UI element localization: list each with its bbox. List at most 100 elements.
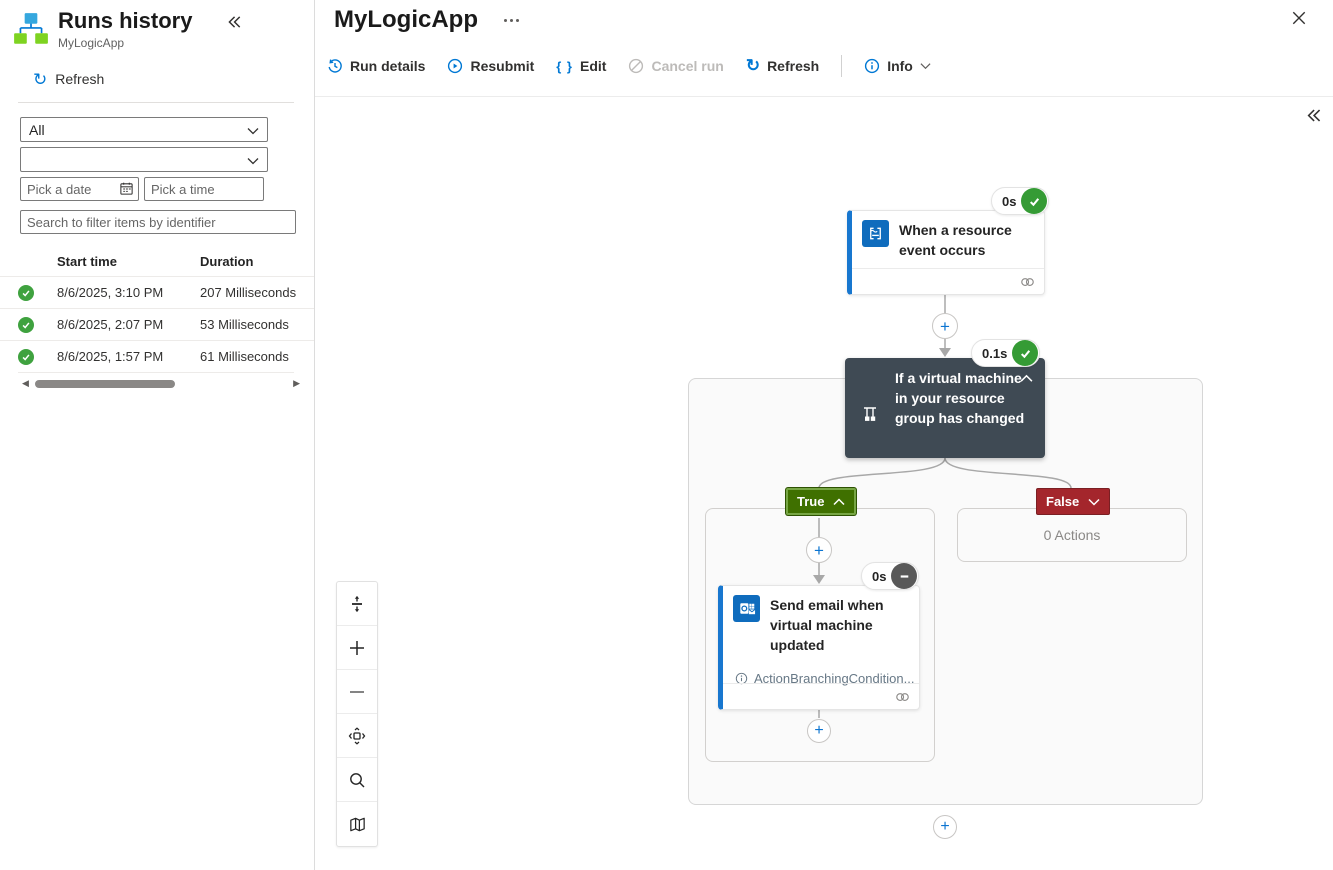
run-row[interactable]: 8/6/2025, 2:07 PM 53 Milliseconds	[0, 308, 314, 340]
panel-titles: Runs history MyLogicApp	[58, 8, 226, 50]
run-duration: 207 Milliseconds	[200, 285, 297, 300]
info-icon	[864, 58, 880, 74]
refresh-label: Refresh	[767, 58, 820, 74]
succeeded-status-icon	[1021, 188, 1048, 214]
workflow-canvas[interactable]: 0 Actions	[315, 97, 1333, 870]
run-row[interactable]: 8/6/2025, 1:57 PM 61 Milliseconds	[0, 340, 314, 372]
time-picker-input[interactable]	[144, 177, 264, 201]
run-details-button[interactable]: Run details	[327, 58, 425, 74]
resubmit-button[interactable]: Resubmit	[447, 58, 534, 74]
sidebar-refresh-button[interactable]: ↻ Refresh	[0, 64, 314, 94]
fit-view-button[interactable]	[337, 582, 377, 626]
run-details-icon	[327, 58, 343, 74]
filter-controls: All	[0, 103, 314, 234]
close-icon[interactable]	[1291, 10, 1307, 31]
minimap-button[interactable]	[337, 802, 377, 846]
date-picker-input[interactable]	[20, 177, 139, 201]
refresh-icon: ↻	[33, 69, 48, 89]
more-options-icon[interactable]	[504, 18, 519, 22]
run-start-time: 8/6/2025, 3:10 PM	[57, 285, 164, 300]
run-row[interactable]: 8/6/2025, 3:10 PM 207 Milliseconds	[0, 276, 314, 308]
action-note-text: ActionBranchingCondition...	[754, 671, 915, 686]
status-filter-value: All	[29, 121, 45, 138]
panel-title: Runs history	[58, 8, 193, 33]
calendar-icon[interactable]	[119, 181, 134, 201]
insert-step-button[interactable]: +	[806, 537, 832, 563]
succeeded-status-icon	[18, 316, 34, 333]
command-bar: Run details Resubmit Edit Cancel ru	[315, 50, 1333, 82]
chevron-up-icon	[833, 497, 845, 505]
divider	[18, 102, 294, 103]
scroll-right-icon[interactable]: ▶	[293, 378, 300, 388]
condition-node[interactable]: If a virtual machine in your resource gr…	[845, 358, 1045, 458]
chevron-up-icon[interactable]	[1020, 370, 1033, 388]
run-details-label: Run details	[350, 58, 426, 74]
runs-table: Start time Duration 8/6/2025, 3:10 PM 20…	[0, 246, 314, 388]
add-action-button[interactable]: +	[933, 815, 957, 839]
trigger-node[interactable]: When a resource event occurs	[847, 210, 1045, 295]
action-duration: 0s	[872, 568, 887, 584]
outlook-icon	[733, 595, 760, 622]
horizontal-scrollbar[interactable]: ◀ ▶	[22, 379, 300, 388]
action-footer	[723, 683, 919, 709]
run-start-time: 8/6/2025, 1:57 PM	[57, 349, 164, 364]
zoom-out-button[interactable]	[337, 670, 377, 714]
panel-subtitle: MyLogicApp	[58, 36, 125, 50]
condition-icon	[859, 402, 881, 429]
scroll-left-icon[interactable]: ◀	[22, 378, 29, 388]
scrollbar-track[interactable]	[34, 379, 287, 388]
event-grid-icon	[862, 220, 889, 247]
condition-title: If a virtual machine in your resource gr…	[895, 370, 1025, 426]
search-input[interactable]	[20, 210, 296, 234]
trigger-status-badge[interactable]: 0s	[991, 187, 1050, 215]
runs-history-header: Runs history MyLogicApp	[0, 0, 314, 50]
designer-pane: MyLogicApp Run details Resubmit	[315, 0, 1333, 870]
canvas-toolbar	[336, 581, 378, 847]
run-duration: 53 Milliseconds	[200, 317, 289, 332]
resubmit-label: Resubmit	[470, 58, 535, 74]
action-status-badge[interactable]: 0s	[861, 562, 920, 590]
logic-app-icon	[14, 13, 48, 44]
run-duration: 61 Milliseconds	[200, 349, 289, 364]
cancel-run-button[interactable]: Cancel run	[628, 58, 724, 74]
secondary-filter-dropdown[interactable]	[20, 147, 268, 172]
column-start-time: Start time	[57, 253, 117, 269]
skipped-status-icon	[891, 563, 918, 589]
resubmit-icon	[447, 58, 463, 74]
collapse-panel-icon[interactable]	[226, 14, 242, 35]
collapse-right-icon[interactable]	[1305, 107, 1322, 129]
edit-button[interactable]: Edit	[556, 58, 606, 74]
chevron-down-icon	[920, 63, 931, 70]
zoom-in-button[interactable]	[337, 626, 377, 670]
column-duration: Duration	[200, 253, 254, 269]
search-button[interactable]	[337, 758, 377, 802]
cancel-run-label: Cancel run	[651, 58, 724, 74]
false-label-text: False	[1046, 494, 1080, 509]
true-label-text: True	[797, 494, 825, 509]
datetime-filter-row	[20, 177, 314, 201]
edit-label: Edit	[580, 58, 607, 74]
succeeded-status-icon	[18, 348, 34, 365]
divider	[841, 55, 843, 77]
insert-step-button[interactable]: +	[932, 313, 958, 339]
chevron-down-icon	[247, 152, 259, 168]
refresh-button[interactable]: ↻ Refresh	[746, 56, 819, 76]
chevron-down-icon	[247, 122, 259, 138]
condition-status-badge[interactable]: 0.1s	[971, 339, 1041, 367]
trigger-footer	[852, 268, 1044, 294]
condition-duration: 0.1s	[982, 345, 1008, 361]
divider	[18, 372, 294, 373]
pan-button[interactable]	[337, 714, 377, 758]
run-start-time: 8/6/2025, 2:07 PM	[57, 317, 164, 332]
action-node[interactable]: Send email when virtual machine updated …	[718, 585, 920, 710]
add-action-button[interactable]: +	[807, 719, 831, 743]
chevron-down-icon	[1088, 498, 1100, 506]
trigger-duration: 0s	[1002, 193, 1017, 209]
scrollbar-thumb[interactable]	[34, 379, 175, 388]
false-branch-empty-label: 0 Actions	[1043, 527, 1101, 543]
false-branch-label[interactable]: False	[1036, 488, 1111, 515]
info-button[interactable]: Info	[864, 58, 931, 74]
status-filter-dropdown[interactable]: All	[20, 117, 268, 142]
true-branch-label[interactable]: True	[786, 488, 857, 515]
